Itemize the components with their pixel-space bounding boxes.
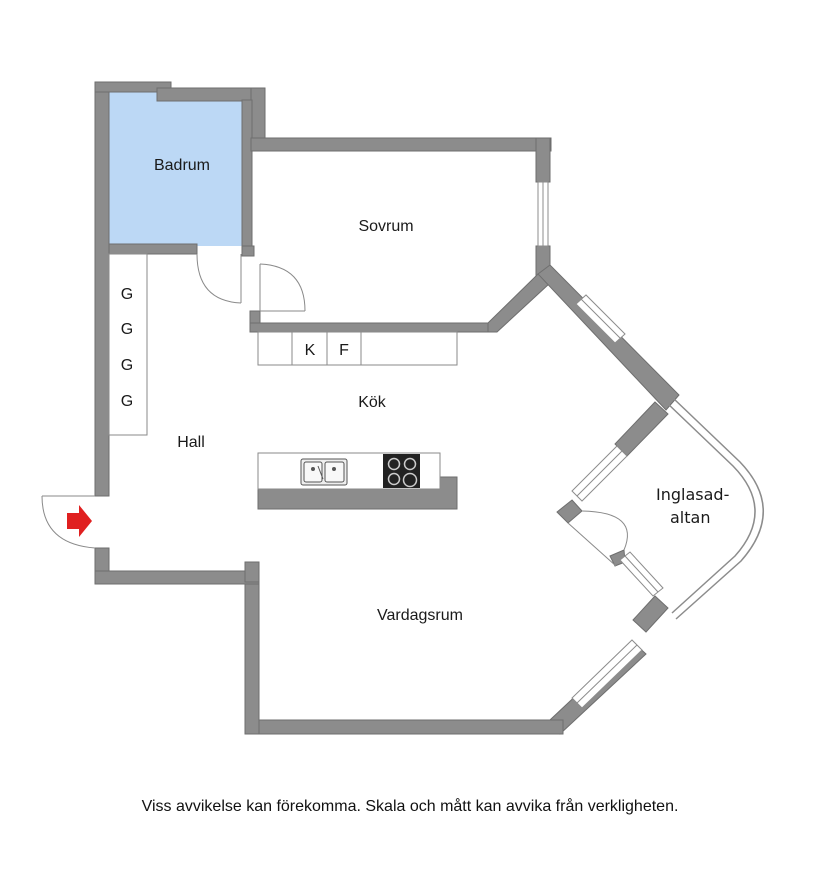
- room-label-inglasad-line2: altan: [670, 508, 710, 527]
- room-label-badrum: Badrum: [154, 157, 210, 174]
- kitchen-label-k: K: [305, 342, 316, 359]
- bathroom-floor: [109, 91, 251, 246]
- kitchen-island: [257, 452, 458, 510]
- wardrobe-label: G: [121, 393, 133, 410]
- room-label-kok: Kök: [358, 394, 387, 411]
- wardrobe-label: G: [121, 321, 133, 338]
- wardrobe-label: G: [121, 286, 133, 303]
- stove-icon: [383, 454, 420, 488]
- kitchen-counter-upper: [257, 331, 458, 366]
- wardrobe-unit: [108, 253, 148, 436]
- room-label-hall: Hall: [177, 434, 205, 451]
- windows: [537, 181, 664, 709]
- sink-icon: [300, 458, 348, 486]
- room-label-vardagsrum: Vardagsrum: [377, 607, 463, 624]
- glazed-balcony-outline: [665, 397, 764, 620]
- room-label-sovrum: Sovrum: [358, 218, 413, 235]
- entrance-arrow-icon: [67, 505, 92, 537]
- floor-plan: Badrum Sovrum Kök Hall Vardagsrum Inglas…: [41, 81, 764, 735]
- wardrobe-label: G: [121, 357, 133, 374]
- door-swings: [41, 253, 628, 567]
- room-label-inglasad-line1: Inglasad-: [656, 485, 729, 504]
- disclaimer-text: Viss avvikelse kan förekomma. Skala och …: [141, 798, 679, 815]
- kitchen-label-f: F: [339, 342, 349, 359]
